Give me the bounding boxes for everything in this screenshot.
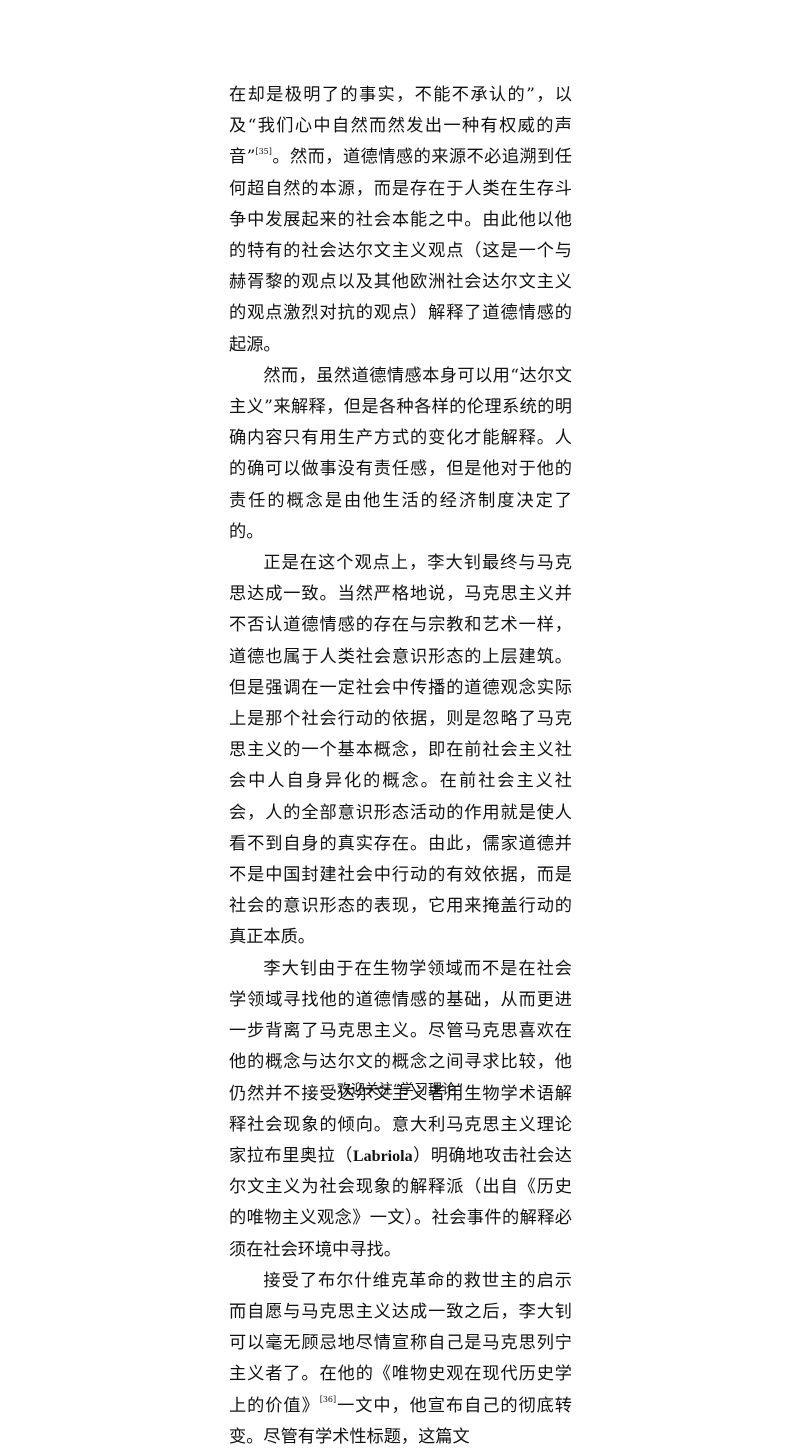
paragraph-text: 正是在这个观点上，李大钊最终与马克思达成一致。当然严格地说，马克思主义并不否认道… bbox=[229, 553, 572, 948]
paragraph: 然而，虽然道德情感本身可以用“达尔文主义”来解释，但是各种各样的伦理系统的明确内… bbox=[229, 361, 572, 548]
paragraph-text: 。然而，道德情感的来源不必追溯到任何超自然的本源，而是存在于人类在生存斗争中发展… bbox=[229, 147, 572, 355]
paragraph: 在却是极明了的事实，不能不承认的”，以及“我们心中自然而然发出一种有权威的声音”… bbox=[229, 80, 572, 361]
paragraph: 李大钊由于在生物学领域而不是在社会学领域寻找他的道德情感的基础，从而更进一步背离… bbox=[229, 954, 572, 1266]
paragraph-text: 然而，虽然道德情感本身可以用“达尔文主义”来解释，但是各种各样的伦理系统的明确内… bbox=[229, 365, 572, 542]
paragraph-text: 在却是极明了的事实，不能不承认的”，以及“我们心中自然而然发出一种有权威的声音” bbox=[229, 85, 572, 168]
footnote-ref: [36] bbox=[319, 1394, 337, 1404]
paragraph: 接受了布尔什维克革命的救世主的启示而自愿与马克思主义达成一致之后，李大钊可以毫无… bbox=[229, 1266, 572, 1453]
paragraph-text: 接受了布尔什维克革命的救世主的启示而自愿与马克思主义达成一致之后，李大钊可以毫无… bbox=[229, 1270, 572, 1416]
body-text: 在却是极明了的事实，不能不承认的”，以及“我们心中自然而然发出一种有权威的声音”… bbox=[229, 80, 572, 1453]
page-footer: 欢迎关注“学习理论” bbox=[336, 1082, 464, 1098]
latin-name: Labriola bbox=[353, 1147, 413, 1165]
footnote-ref: [35] bbox=[255, 146, 272, 156]
paragraph: 正是在这个观点上，李大钊最终与马克思达成一致。当然严格地说，马克思主义并不否认道… bbox=[229, 548, 572, 954]
document-page: 在却是极明了的事实，不能不承认的”，以及“我们心中自然而然发出一种有权威的声音”… bbox=[229, 85, 572, 1447]
paragraph-text: 李大钊由于在生物学领域而不是在社会学领域寻找他的道德情感的基础，从而更进一步背离… bbox=[229, 958, 572, 1166]
